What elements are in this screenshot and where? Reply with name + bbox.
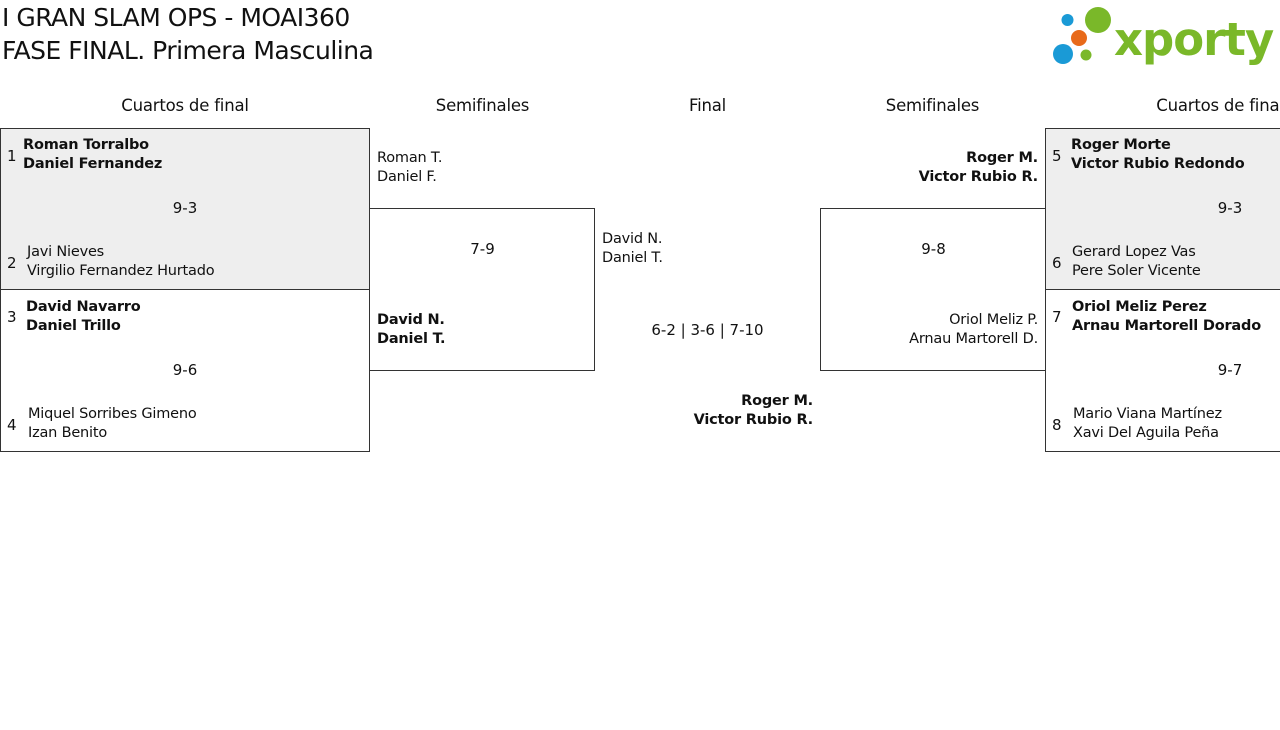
logo-wordmark: xporty: [1114, 13, 1274, 66]
seed-number: 3: [7, 308, 17, 326]
logo-green-dot: [1085, 7, 1111, 33]
match-box-quarter-1[interactable]: 1 Roman Torralbo Daniel Fernandez 9-3 2 …: [0, 128, 370, 290]
match-box-quarter-3[interactable]: 5 Roger Morte Victor Rubio Redondo 9-3 6…: [1045, 128, 1280, 290]
match-box-quarter-2[interactable]: 3 David Navarro Daniel Trillo 9-6 4 Miqu…: [0, 289, 370, 452]
player-name: Arnau Martorell Dorado: [1072, 318, 1261, 334]
seed-number: 5: [1052, 147, 1062, 165]
seed-number: 8: [1052, 416, 1062, 434]
player-name: Roman Torralbo: [23, 137, 149, 153]
player-name: Roger M.: [741, 393, 813, 409]
player-name: Izan Benito: [28, 425, 108, 441]
player-name: Victor Rubio R.: [918, 169, 1039, 185]
team-top: Roger Morte Victor Rubio Redondo: [1071, 136, 1245, 174]
team-top: Roman Torralbo Daniel Fernandez: [23, 136, 162, 174]
player-name: Gerard Lopez Vas: [1072, 244, 1196, 260]
player-name: Daniel F.: [377, 169, 437, 185]
player-name: Miquel Sorribes Gimeno: [28, 406, 197, 422]
team-top: Oriol Meliz Perez Arnau Martorell Dorado: [1072, 298, 1261, 336]
round-header-final: Final: [688, 96, 727, 115]
team-bottom: Mario Viana Martínez Xavi Del Aguila Peñ…: [1073, 405, 1222, 443]
team-bottom: Gerard Lopez Vas Pere Soler Vicente: [1072, 243, 1201, 281]
match-score: 9-3: [172, 199, 198, 217]
seed-number: 4: [7, 416, 17, 434]
match-box-semi-left[interactable]: 7-9 David N. Daniel T.: [369, 208, 595, 371]
logo-orange-dot: [1071, 30, 1087, 46]
player-name: David N.: [377, 312, 445, 328]
match-score: 9-3: [1217, 199, 1243, 217]
final-left-team: David N. Daniel T.: [602, 230, 663, 268]
logo-blue-dot-large: [1053, 44, 1073, 64]
team-bottom: Miquel Sorribes Gimeno Izan Benito: [28, 405, 197, 443]
match-box-quarter-4[interactable]: 7 Oriol Meliz Perez Arnau Martorell Dora…: [1045, 289, 1280, 452]
player-name: Pere Soler Vicente: [1072, 263, 1201, 279]
match-score: 9-7: [1217, 361, 1243, 379]
seed-number: 2: [7, 254, 17, 272]
round-header-right-semis: Semifinales: [885, 96, 980, 115]
player-name: Mario Viana Martínez: [1073, 406, 1222, 422]
match-box-semi-right[interactable]: 9-8 Oriol Meliz P. Arnau Martorell D.: [820, 208, 1046, 371]
player-name: Virgilio Fernandez Hurtado: [27, 263, 215, 279]
player-name: Arnau Martorell D.: [909, 331, 1038, 347]
page-title: I GRAN SLAM OPS - MOAI360 FASE FINAL. Pr…: [2, 1, 374, 67]
player-name: Daniel Fernandez: [23, 156, 163, 172]
semi-left-top-team: Roman T. Daniel F.: [377, 149, 442, 187]
player-name: David Navarro: [26, 299, 141, 315]
match-score: 9-8: [921, 240, 946, 258]
team-top: David Navarro Daniel Trillo: [26, 298, 141, 336]
seed-number: 6: [1052, 254, 1062, 272]
team-bottom: David N. Daniel T.: [377, 311, 446, 349]
player-name: Oriol Meliz P.: [949, 312, 1038, 328]
xporty-logo: xporty: [1053, 7, 1275, 66]
player-name: Roger M.: [966, 150, 1038, 166]
final-score: 6-2 | 3-6 | 7-10: [651, 321, 764, 339]
player-name: Victor Rubio Redondo: [1071, 156, 1245, 172]
seed-number: 1: [7, 147, 17, 165]
player-name: Roman T.: [377, 150, 443, 166]
round-header-left-semis: Semifinales: [435, 96, 530, 115]
match-score: 9-6: [172, 361, 198, 379]
player-name: Javi Nieves: [27, 244, 105, 260]
team-bottom: Oriol Meliz P. Arnau Martorell D.: [821, 311, 1038, 349]
logo-blue-dot-small: [1061, 14, 1074, 26]
semi-right-top-team: Roger M. Victor Rubio R.: [820, 149, 1039, 187]
player-name: David N.: [602, 231, 663, 247]
final-winner-team: Roger M. Victor Rubio R.: [595, 392, 814, 430]
round-header-right-quarters: Cuartos de final: [1156, 96, 1280, 115]
player-name: Daniel Trillo: [26, 318, 121, 334]
player-name: Victor Rubio R.: [693, 412, 814, 428]
logo-green-dot-small: [1080, 49, 1092, 61]
match-score: 7-9: [470, 240, 495, 258]
player-name: Oriol Meliz Perez: [1072, 299, 1207, 315]
team-bottom: Javi Nieves Virgilio Fernandez Hurtado: [27, 243, 215, 281]
player-name: Daniel T.: [377, 331, 446, 347]
title-line-2: FASE FINAL. Primera Masculina: [2, 36, 374, 65]
player-name: Roger Morte: [1071, 137, 1171, 153]
round-header-left-quarters: Cuartos de final: [121, 96, 249, 115]
title-line-1: I GRAN SLAM OPS - MOAI360: [2, 3, 350, 32]
seed-number: 7: [1052, 308, 1062, 326]
player-name: Daniel T.: [602, 250, 663, 266]
player-name: Xavi Del Aguila Peña: [1073, 425, 1219, 441]
